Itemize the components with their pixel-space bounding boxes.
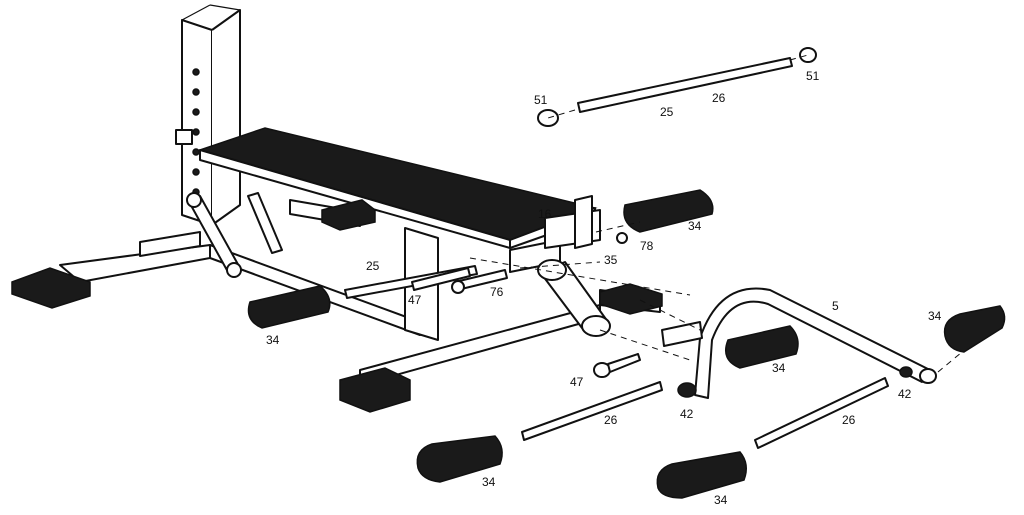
callout-51-right: 51: [806, 69, 820, 83]
upright-post: [181, 4, 241, 226]
foam-roller-center: [725, 325, 799, 369]
seat-bracket: [544, 195, 628, 249]
callout-25-top: 25: [660, 105, 674, 119]
nut-42-right: [899, 366, 913, 378]
foam-roller-left: [247, 285, 331, 329]
callout-5: 5: [832, 299, 839, 313]
bolt-47-lower: [593, 353, 641, 378]
callout-34-left: 34: [266, 333, 280, 347]
pin-76: [451, 269, 508, 294]
bolt-47-upper: [411, 267, 471, 291]
callout-51-left: 51: [534, 93, 548, 107]
callout-47-lower: 47: [570, 375, 584, 389]
foam-roller-right: [943, 305, 1006, 353]
foam-roller-bottom-left: [416, 435, 503, 483]
lower-rod-right: [754, 377, 889, 449]
assembly-guide-lines: [469, 54, 963, 373]
callout-26-left: 26: [604, 413, 618, 427]
callout-34-right: 34: [928, 309, 942, 323]
nut-42-left: [677, 382, 697, 398]
top-rod-assembly: [537, 47, 817, 127]
callout-34-bottom-left: 34: [482, 475, 496, 489]
callout-26-right: 26: [842, 413, 856, 427]
lower-rod-left: [521, 381, 663, 441]
leg-lift-bar: [661, 287, 937, 399]
callout-25-middle: 25: [366, 259, 380, 273]
callout-35: 35: [604, 253, 618, 267]
callout-34-center: 34: [772, 361, 786, 375]
foam-roller-bottom-right: [656, 451, 747, 499]
foam-roller-upper-pad: [623, 189, 714, 233]
foot-end-caps: [11, 199, 663, 413]
callout-42-left: 42: [680, 407, 694, 421]
callout-26-top: 26: [712, 91, 726, 105]
callout-47-upper: 47: [408, 293, 422, 307]
callout-34-bottom-right: 34: [714, 493, 728, 507]
callout-76: 76: [490, 285, 504, 299]
support-struts: [186, 192, 283, 278]
callout-34-pad: 34: [688, 219, 702, 233]
callout-16: 16: [538, 207, 552, 221]
callout-78: 78: [640, 239, 654, 253]
callout-42-right: 42: [898, 387, 912, 401]
